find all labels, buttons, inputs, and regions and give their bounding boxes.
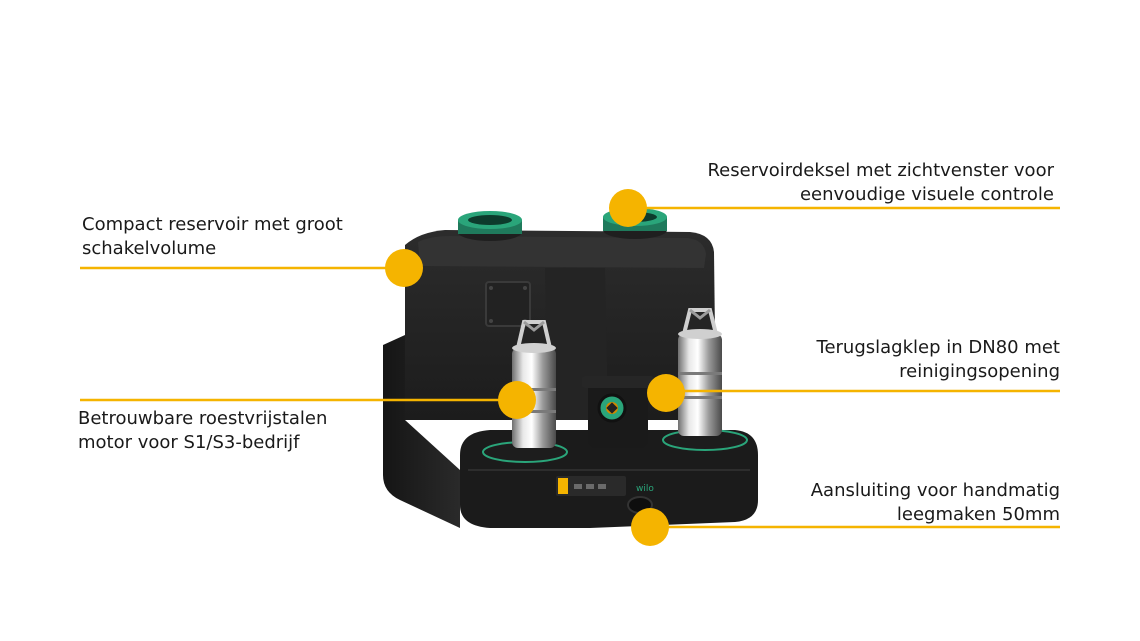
- callout-line-text: eenvoudige visuele controle: [799, 184, 1054, 205]
- callout-compact-reservoir: Compact reservoir met groot schakelvolum…: [82, 213, 343, 261]
- check-valve: [582, 376, 654, 448]
- callout-line-text: Betrouwbare roestvrijstalen: [78, 408, 328, 429]
- callout-line-text: reinigingsopening: [899, 361, 1060, 382]
- reservoir-tank: [383, 230, 716, 528]
- callout-line-text: Compact reservoir met groot: [82, 214, 343, 235]
- brand-label: wilo: [636, 484, 654, 494]
- callout-dot-4: [498, 381, 536, 419]
- base-tray: wilo: [460, 429, 758, 528]
- callout-dot-5: [631, 508, 669, 546]
- motor-right: [678, 308, 722, 436]
- callout-stainless-motor: Betrouwbare roestvrijstalen motor voor S…: [78, 407, 327, 455]
- callout-line-text: schakelvolume: [82, 238, 217, 259]
- callout-reservoir-lid: Reservoirdeksel met zichtvenster voor ee…: [707, 159, 1054, 207]
- motor-left: [512, 320, 556, 448]
- callout-dots: [385, 189, 685, 546]
- callout-line-text: Reservoirdeksel met zichtvenster voor: [707, 160, 1054, 181]
- callout-dot-1: [385, 249, 423, 287]
- callout-check-valve: Terugslagklep in DN80 met reinigingsopen…: [817, 336, 1060, 384]
- callout-dot-2: [609, 189, 647, 227]
- callout-line-text: Terugslagklep in DN80 met: [816, 337, 1060, 358]
- callout-dot-3: [647, 374, 685, 412]
- callout-line-text: leegmaken 50mm: [896, 504, 1060, 525]
- callout-line-text: motor voor S1/S3-bedrijf: [78, 432, 300, 453]
- callout-line-text: Aansluiting voor handmatig: [810, 480, 1060, 501]
- green-connector-left: [458, 211, 522, 241]
- callout-manual-drain: Aansluiting voor handmatig leegmaken 50m…: [811, 479, 1060, 527]
- callout-lines: [80, 206, 1060, 529]
